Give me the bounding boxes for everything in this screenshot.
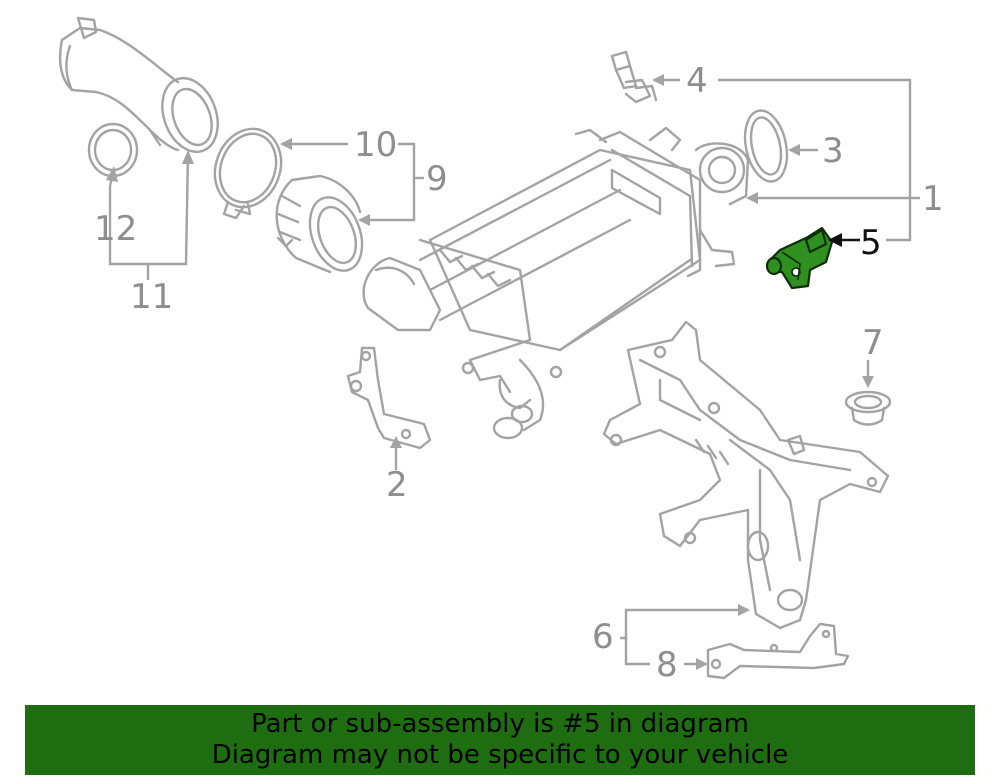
parts-diagram: 1 2 3 4 5 6 7 8 9 10 11 12 <box>58 16 944 685</box>
callout-labels: 1 2 3 4 5 6 7 8 9 10 11 12 <box>94 61 944 685</box>
leader-lines <box>108 78 920 666</box>
callout-7: 7 <box>862 323 884 363</box>
subframe-bracket <box>602 320 890 630</box>
callout-2: 2 <box>386 465 408 505</box>
callout-11: 11 <box>130 277 173 317</box>
pressure-sensor <box>610 50 658 104</box>
banner-line-2: Diagram may not be specific to your vehi… <box>211 740 789 770</box>
highlighted-sensor-5 <box>765 226 834 290</box>
callout-1: 1 <box>922 179 944 219</box>
callout-8: 8 <box>656 645 678 685</box>
hose-clamp <box>213 127 283 220</box>
callout-4: 4 <box>686 61 708 101</box>
support-bracket <box>346 346 432 450</box>
arrowheads <box>106 74 874 670</box>
banner-line-1: Part or sub-assembly is #5 in diagram <box>251 709 749 739</box>
callout-5: 5 <box>860 223 882 263</box>
grommet <box>844 390 892 426</box>
callout-10: 10 <box>354 125 397 165</box>
intercooler <box>362 126 750 440</box>
coupling-sleeve <box>275 174 364 274</box>
callout-3: 3 <box>822 131 844 171</box>
callout-12: 12 <box>94 209 137 249</box>
callout-6: 6 <box>592 617 614 657</box>
small-bracket <box>706 622 850 680</box>
info-banner: Part or sub-assembly is #5 in diagram Di… <box>25 705 975 775</box>
intake-hose <box>58 16 219 153</box>
o-ring-3 <box>743 109 789 183</box>
callout-9: 9 <box>426 159 448 199</box>
